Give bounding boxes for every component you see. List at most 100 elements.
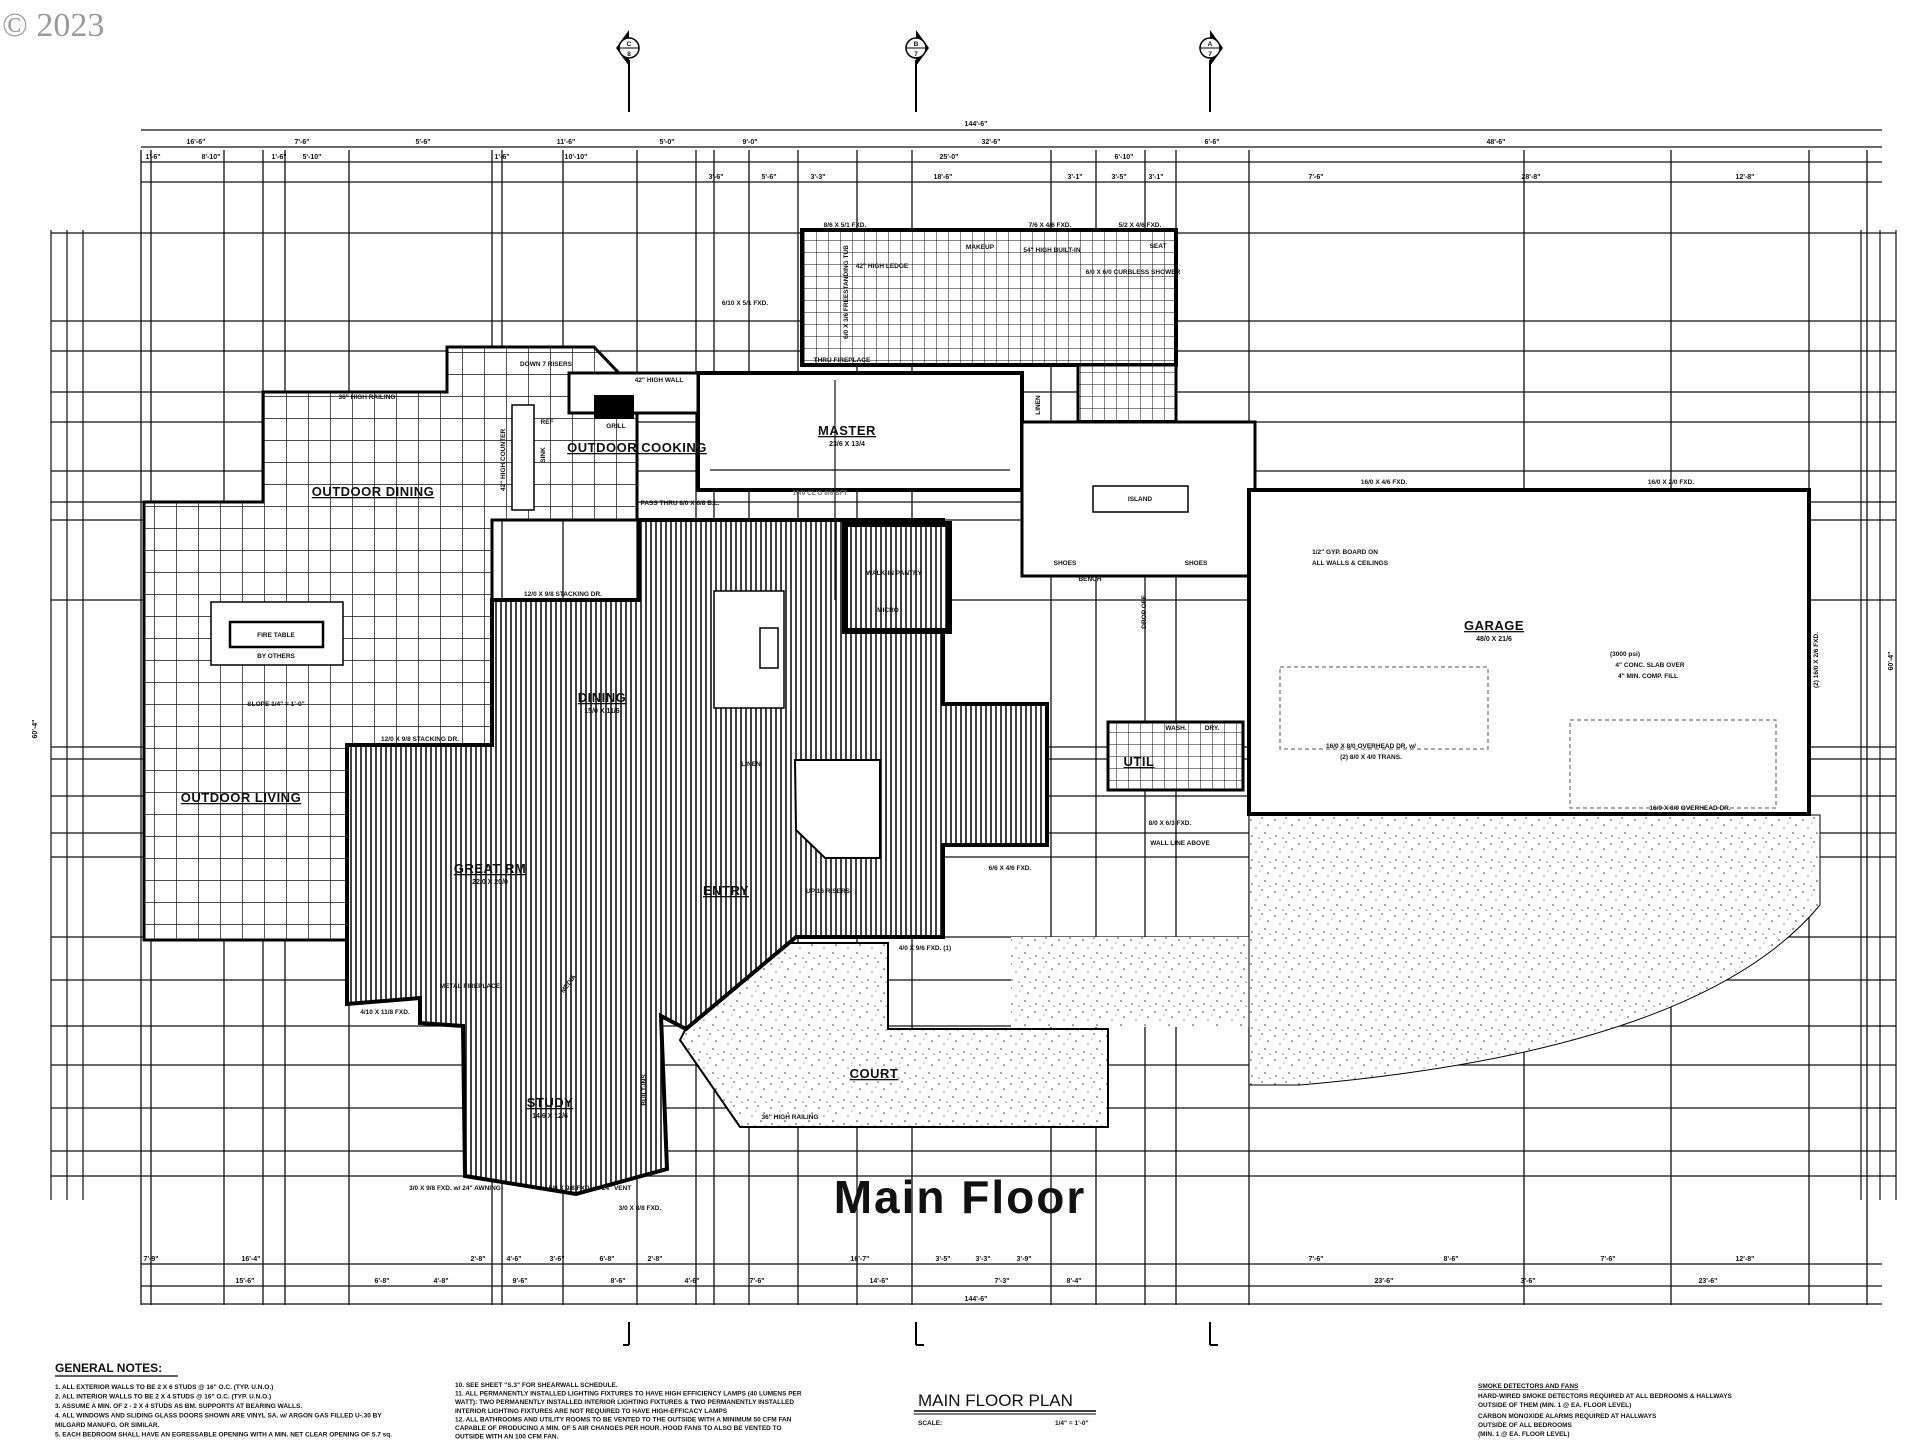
section-marker: B7 <box>905 30 929 112</box>
dimension-label: 3'-6" <box>708 174 723 181</box>
concrete-walk <box>1011 937 1249 1027</box>
counter-note: 42" HIGH COUNTER <box>500 429 507 492</box>
room-great-rm: GREAT RM <box>454 861 526 876</box>
door-callout: 16/0 X 8/0 OVERHEAD DR. w/ <box>1326 743 1416 750</box>
sheet-title: Main Floor <box>834 1171 1087 1223</box>
fireplace-label: METAL FIREPLACE <box>440 983 501 990</box>
dimension-label: 7'-6" <box>294 139 309 146</box>
general-note: 10. SEE SHEET "S.3" FOR SHEARWALL SCHEDU… <box>455 1382 618 1389</box>
dimension-label: 23'-6" <box>1699 1278 1718 1285</box>
dimension-label: 16'-6" <box>187 139 206 146</box>
scale-value: 1/4" = 1'-0" <box>1055 1420 1089 1427</box>
dimension-label: 11'-6" <box>557 139 576 146</box>
door-callout: 16/0 X 8/0 OVERHEAD DR. <box>1649 805 1730 812</box>
washer-label: WASH. <box>1165 725 1187 732</box>
railing-note: 36" HIGH RAILING <box>339 394 396 401</box>
concrete-driveway <box>1248 759 1821 1086</box>
stair-note: UP 16 RISERS <box>806 888 851 895</box>
dimension-label: 3'-1" <box>1067 174 1082 181</box>
dimension-label: 3'-1" <box>1148 174 1163 181</box>
dryer-label: DRY. <box>1205 725 1220 732</box>
dimension-label: 7'-3" <box>994 1278 1009 1285</box>
window-callout: 16/0 X 4/6 FXD. <box>1361 479 1407 486</box>
makeup-label: MAKEUP <box>966 244 995 251</box>
dimension-label: 7'-6" <box>749 1278 764 1285</box>
dimension-label: 48'-6" <box>1487 139 1506 146</box>
section-letter: C <box>627 41 632 48</box>
railing-note: 36" HIGH RAILING <box>762 1114 819 1121</box>
dimension-label: 6'-8" <box>599 1256 614 1263</box>
dimension-label: 14'-6" <box>870 1278 889 1285</box>
section-marker: A7 <box>1199 30 1223 112</box>
stair <box>793 759 881 859</box>
dimension-label: 3'-3" <box>975 1256 990 1263</box>
smoke-note: OUTSIDE OF THEM (MIN. 1 @ EA. FLOOR LEVE… <box>1478 1402 1631 1409</box>
section-marker: C8 <box>616 30 640 112</box>
seat-label: SEAT <box>1150 243 1167 250</box>
sink-label: SINK <box>540 447 547 463</box>
fire-table-note: BY OTHERS <box>257 653 295 660</box>
room-entry: ENTRY <box>703 883 749 898</box>
stair-note: DOWN 7 RISERS <box>520 361 573 368</box>
dimension-label: 25'-0" <box>940 154 959 161</box>
room-outdoor-cooking: OUTDOOR COOKING <box>567 440 707 455</box>
walk-in-pantry <box>842 521 952 634</box>
dimension-label: 8'-6" <box>610 1278 625 1285</box>
built-ins-label: BUILT-INS <box>641 1074 648 1106</box>
island-label: ISLAND <box>1128 496 1153 503</box>
window-callout: 5/2 X 4/6 FXD. <box>1119 222 1162 229</box>
overall-dimension-right: 60'-4" <box>1888 652 1895 671</box>
dimension-label: 5'-0" <box>659 139 674 146</box>
door-callout: (2) 8/0 X 4/0 TRANS. <box>1340 754 1402 761</box>
dimension-label: 9'-6" <box>512 1278 527 1285</box>
general-note: 4. ALL WINDOWS AND SLIDING GLASS DOORS S… <box>55 1413 382 1420</box>
bench-label: BENCH <box>1078 576 1101 583</box>
pantry-label: WALK-IN PANTRY <box>866 570 922 577</box>
plan-title: MAIN FLOOR PLAN <box>918 1391 1073 1410</box>
dimension-label: 12'-8" <box>1736 1256 1755 1263</box>
dimension-label: 10'-10" <box>565 154 588 161</box>
concrete-court <box>678 942 1109 1128</box>
smoke-notes-heading: SMOKE DETECTORS AND FANS <box>1478 1383 1579 1390</box>
garage-note: 4" MIN. COMP. FILL <box>1618 673 1678 680</box>
pass-thru-note: PASS THRU 8/0 X 6/8 B.L. <box>641 500 720 507</box>
dimension-label: 2'-8" <box>470 1256 485 1263</box>
shower-label: 6/0 X 6/0 CURBLESS SHOWER <box>1086 269 1181 276</box>
grill-label: GRILL <box>606 423 626 430</box>
dimension-label: 8'-10" <box>202 154 221 161</box>
dimension-label: 3'-5" <box>1111 174 1126 181</box>
room-garage-size: 48/0 X 21/6 <box>1476 636 1512 643</box>
garage-note: 4" CONC. SLAB OVER <box>1615 662 1684 669</box>
outdoor-counter <box>511 404 535 511</box>
dimension-label: 9'-0" <box>742 139 757 146</box>
dimension-label: 3'-3" <box>810 174 825 181</box>
island-sink <box>759 627 779 669</box>
dimension-label: 28'-8" <box>1522 174 1541 181</box>
slope-note: SLOPE 1/4" = 1'-0" <box>247 701 304 708</box>
room-court: COURT <box>850 1066 899 1081</box>
window-callout: 3/0 X 8/8 FXD. <box>619 1205 662 1212</box>
dimension-label: 23'-6" <box>1375 1278 1394 1285</box>
window-callout: 8/0 X 6/3 FXD. <box>1149 820 1192 827</box>
dimension-label: 1'-6" <box>145 154 160 161</box>
window-callout: 8/6 X 5/1 FXD. <box>824 222 867 229</box>
shoes-label: SHOES <box>1185 560 1208 567</box>
garage-note: 1/2" GYP. BOARD ON <box>1312 549 1378 556</box>
linen-label: LINEN <box>741 761 761 768</box>
scale-label: SCALE: <box>918 1420 942 1427</box>
smoke-note: OUTSIDE OF ALL BEDROOMS <box>1478 1422 1573 1429</box>
dimension-label: 6'-6" <box>1204 139 1219 146</box>
general-note: OUTSIDE WITH AN 100 CFM FAN. <box>455 1434 559 1440</box>
room-great-rm-size: 22/0 X 20/0 <box>472 879 508 886</box>
general-note: WATT): TWO PERMANENTLY INSTALLED INTERIO… <box>455 1399 794 1406</box>
section-sheet: 7 <box>914 51 918 58</box>
general-note: 5. EACH BEDROOM SHALL HAVE AN EGRESSABLE… <box>55 1432 392 1439</box>
door-callout: 12/0 X 9/8 STACKING DR. <box>381 736 459 743</box>
dimension-label: 1'-6" <box>271 154 286 161</box>
room-outdoor-living: OUTDOOR LIVING <box>181 790 301 805</box>
window-callout: 7/6 X 4/6 FXD. <box>1029 222 1072 229</box>
dimension-label: 4'-6" <box>684 1278 699 1285</box>
dimension-label: 4'-8" <box>433 1278 448 1285</box>
wall-line-note: WALL LINE ABOVE <box>1150 840 1210 847</box>
wall-note: 42" HIGH WALL <box>635 377 684 384</box>
